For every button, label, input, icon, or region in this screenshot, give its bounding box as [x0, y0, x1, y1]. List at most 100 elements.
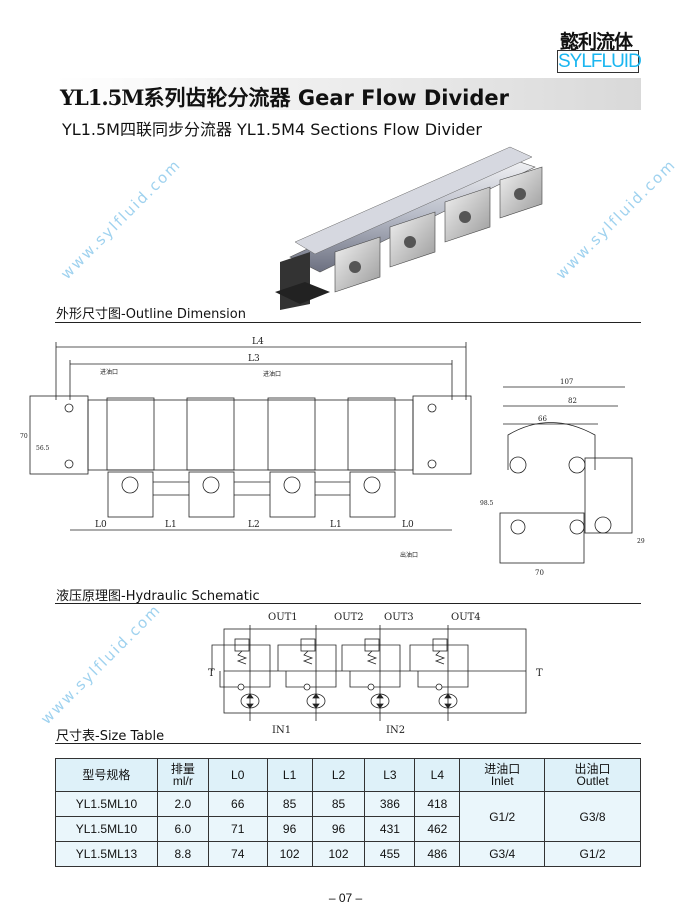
title-cn: 系列齿轮分流器	[143, 86, 291, 110]
table-row: YL1.5ML10 2.0 66 85 85 386 418 G1/2 G3/8	[55, 791, 641, 842]
dim-56-5: 56.5	[36, 445, 50, 452]
column-header: L0	[207, 758, 268, 792]
cell-inlet: G3/4	[459, 841, 546, 867]
watermark-text: www.sylfluid.com	[57, 155, 185, 283]
cell-inlet: G1/2	[459, 791, 546, 842]
dim-82: 82	[568, 397, 577, 405]
cell-l3: 386	[364, 791, 416, 817]
port-in1: IN1	[272, 725, 291, 736]
table-row: YL1.5ML13 8.8 74 102 102 455 486 G3/4 G1…	[55, 841, 641, 867]
inlet-label: 进油口	[263, 370, 281, 378]
divider-section-symbol	[211, 625, 271, 721]
cell-l1: 96	[266, 816, 313, 842]
product-image	[275, 146, 543, 310]
cell-model: YL1.5ML10	[55, 816, 158, 842]
watermark-text: www.sylfluid.com	[37, 600, 165, 728]
cell-displacement: 2.0	[156, 791, 209, 817]
inlet-label: 进油口	[100, 368, 118, 376]
cell-l3: 455	[364, 841, 416, 867]
table-row: YL1.5ML10 6.0 71 96 96 431 462	[55, 816, 641, 842]
divider-block	[389, 211, 436, 268]
column-header-label: 型号规格	[82, 768, 131, 782]
divider-section-symbol	[409, 625, 469, 721]
dim-l1-right: L1	[330, 520, 342, 530]
hydraulic-schematic: T T IN1 IN2 OUT1 OUT2 OUT3 OUT4	[208, 612, 543, 736]
dim-98-5: 98.5	[480, 500, 494, 507]
port-out4: OUT4	[451, 612, 481, 623]
column-header: L4	[414, 758, 461, 792]
column-header-sublabel: Inlet	[490, 774, 514, 788]
section-outline-heading: 外形尺寸图-Outline Dimension	[56, 307, 246, 322]
outlet-label: 出油口	[400, 551, 418, 559]
cell-outlet: G3/8	[544, 791, 641, 842]
cell-l4: 486	[414, 841, 461, 867]
cell-l1: 102	[266, 841, 313, 867]
dim-29: 29	[637, 538, 645, 545]
divider-block	[444, 186, 491, 243]
cell-l1: 85	[266, 791, 313, 817]
column-header-label: 进油口	[484, 762, 521, 776]
column-header-label: L1	[282, 768, 297, 782]
section-schematic-heading: 液压原理图-Hydraulic Schematic	[56, 589, 260, 604]
title-model: YL1.5M	[60, 85, 145, 110]
cell-displacement: 6.0	[156, 816, 209, 842]
outline-dimension-drawing: L4 L3 L0 L1 L2 L1 L0 进油口 进油口 出油口 70 56.5…	[20, 337, 645, 575]
divider-block	[499, 166, 543, 219]
port-t-right: T	[536, 668, 543, 679]
divider	[55, 603, 641, 604]
dim-l0-right: L0	[402, 520, 414, 530]
column-header-label: L3	[383, 768, 397, 782]
page-title: YL1.5M系列齿轮分流器 Gear Flow Divider	[60, 82, 509, 112]
dim-66: 66	[538, 415, 547, 423]
cell-outlet: G1/2	[544, 841, 641, 867]
column-header: L2	[311, 758, 366, 792]
port-in2: IN2	[386, 725, 405, 736]
column-header: 型号规格	[55, 758, 158, 792]
cell-model: YL1.5ML13	[55, 841, 158, 867]
cell-l3: 431	[364, 816, 416, 842]
cell-l0: 71	[207, 816, 268, 842]
column-header: L1	[266, 758, 313, 792]
page-subtitle: YL1.5M四联同步分流器 YL1.5M4 Sections Flow Divi…	[62, 120, 482, 139]
cell-l2: 96	[311, 816, 366, 842]
cell-l2: 85	[311, 791, 366, 817]
column-header-label: L4	[430, 768, 445, 782]
brand-logo-chinese: 懿利流体	[560, 31, 633, 53]
column-header-label: L0	[231, 768, 245, 782]
dim-107: 107	[560, 378, 573, 386]
title-bar	[55, 78, 641, 110]
section-size-table-heading: 尺寸表-Size Table	[56, 729, 165, 744]
page-number: – 07 –	[328, 891, 363, 905]
dim-l2: L2	[248, 520, 260, 530]
column-header-sublabel: Outlet	[576, 774, 609, 788]
brand-logo-sylfluid: SYLFLUID	[557, 50, 642, 73]
port-out2: OUT2	[334, 612, 364, 623]
port-out1: OUT1	[268, 612, 298, 623]
dim-70: 70	[20, 433, 28, 440]
cell-model: YL1.5ML10	[55, 791, 158, 817]
divider	[55, 743, 641, 744]
cell-l2: 102	[311, 841, 366, 867]
dim-l3: L3	[248, 354, 260, 364]
column-header-label: L2	[331, 768, 346, 782]
cell-displacement: 8.8	[156, 841, 209, 867]
cell-l4: 462	[414, 816, 461, 842]
title-en: Gear Flow Divider	[297, 86, 510, 110]
dim-70-base: 70	[535, 569, 544, 575]
cell-l0: 74	[207, 841, 268, 867]
divider-block	[334, 236, 381, 293]
watermark-text: www.sylfluid.com	[552, 155, 680, 283]
divider-section-symbol	[277, 625, 337, 721]
port-out3: OUT3	[384, 612, 414, 623]
dim-l1: L1	[165, 520, 177, 530]
port-t-left: T	[208, 668, 215, 679]
column-header-sublabel: ml/r	[172, 774, 193, 788]
column-header-label: 出油口	[574, 762, 611, 776]
cell-l4: 418	[414, 791, 461, 817]
divider	[55, 322, 641, 323]
column-header-label: 排量	[170, 762, 195, 776]
